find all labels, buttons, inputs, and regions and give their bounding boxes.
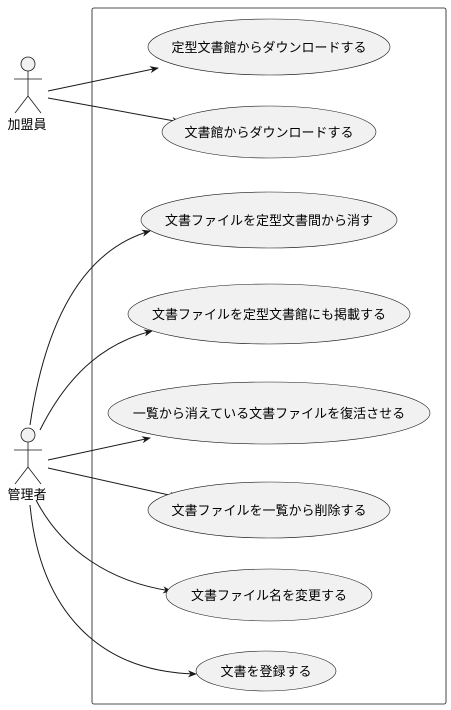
associations <box>29 66 197 678</box>
use-case-ellipse <box>140 191 398 249</box>
use-case-label: 一覧から消えている文書ファイルを復活させる <box>133 406 405 422</box>
use-case-uc6[interactable]: 文書ファイルを一覧から削除する <box>147 481 391 539</box>
use-case-label: 文書ファイルを定型文書間から消す <box>165 214 373 229</box>
association-admin-uc6 <box>47 467 179 499</box>
use-case-label: 文書ファイルを一覧から削除する <box>171 503 366 519</box>
actor-label: 加盟員 <box>7 118 46 133</box>
use-case-uc4[interactable]: 文書ファイルを定型文書館にも掲載する <box>127 283 411 345</box>
use-case-uc8[interactable]: 文書を登録する <box>195 650 337 692</box>
use-case-ellipse <box>147 481 391 539</box>
use-case-label: 文書館からダウンロードする <box>184 126 353 141</box>
use-case-ellipse <box>195 650 337 692</box>
use-case-uc1[interactable]: 定型文書館からダウンロードする <box>147 18 391 76</box>
association-admin-uc5 <box>47 436 151 461</box>
actor-admin[interactable]: 管理者 <box>7 427 47 503</box>
use-case-label: 文書を登録する <box>220 665 311 680</box>
use-case-label: 文書ファイル名を変更する <box>191 588 347 604</box>
actor-stick-figure-icon <box>14 427 42 485</box>
actor-label: 管理者 <box>7 488 46 503</box>
association-admin-uc8 <box>29 504 197 678</box>
system-boundary <box>91 7 447 705</box>
association-admin-uc7 <box>35 499 172 594</box>
association-admin-uc4 <box>39 329 153 431</box>
use-case-uc3[interactable]: 文書ファイルを定型文書間から消す <box>140 191 398 249</box>
association-member-uc2 <box>47 97 181 125</box>
use-case-ellipse <box>165 568 373 622</box>
use-case-label: 定型文書館からダウンロードする <box>171 41 366 56</box>
use-case-uc7[interactable]: 文書ファイル名を変更する <box>165 568 373 622</box>
use-case-ellipse <box>107 381 431 445</box>
association-member-uc1 <box>47 66 159 92</box>
use-case-uc5[interactable]: 一覧から消えている文書ファイルを復活させる <box>107 381 431 445</box>
use-case-label: 文書ファイルを定型文書館にも掲載する <box>152 307 386 323</box>
actor-stick-figure-icon <box>14 56 42 114</box>
use-case-uc2[interactable]: 文書館からダウンロードする <box>161 105 377 159</box>
use-case-ellipse <box>127 283 411 345</box>
use-case-ellipse <box>161 105 377 159</box>
use-case-ellipse <box>147 18 391 76</box>
actor-member[interactable]: 加盟員 <box>7 56 47 133</box>
association-admin-uc3 <box>29 229 151 426</box>
